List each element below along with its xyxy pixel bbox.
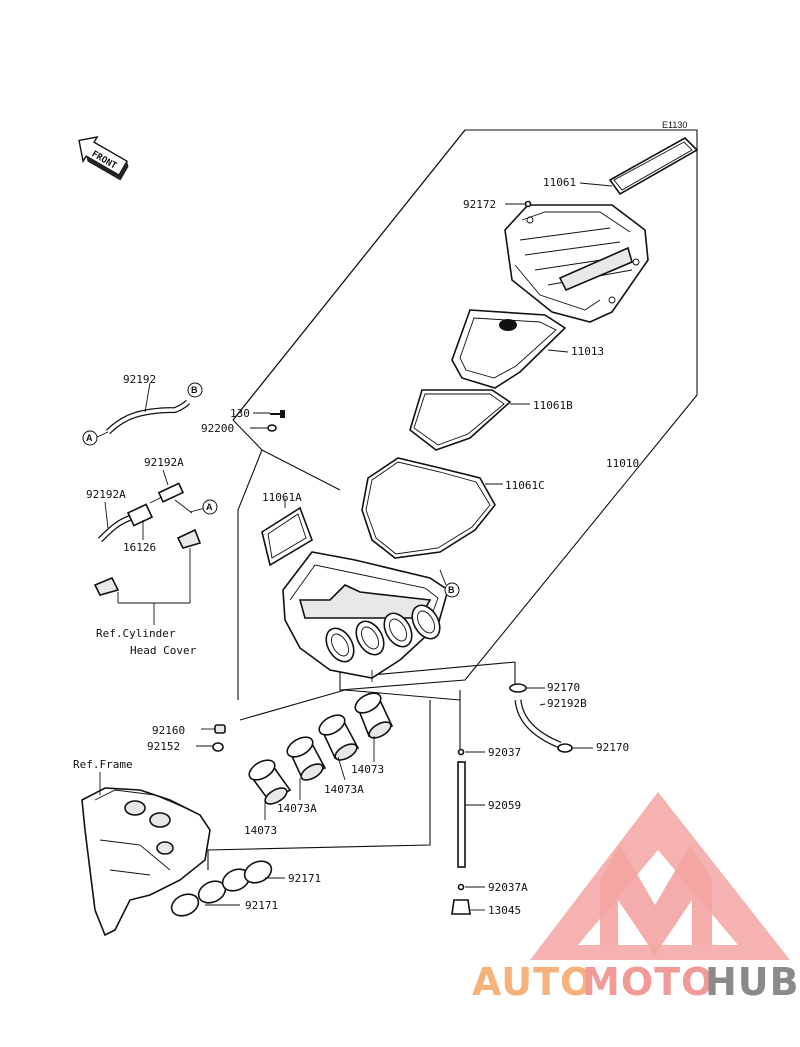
breather-hose-92192B xyxy=(509,683,593,753)
ref-frame-illustration xyxy=(81,772,211,937)
leader-92192A-left xyxy=(104,501,109,529)
watermark-auto: AUTO xyxy=(472,960,593,1004)
upper-airbox-cover xyxy=(504,204,649,323)
label-ref-cylinder: Ref.Cylinder xyxy=(96,627,176,640)
intake-duct-2 xyxy=(286,736,327,781)
watermark-m-stroke xyxy=(600,845,712,955)
intake-duct-3 xyxy=(318,714,360,761)
label-92192: 92192 xyxy=(123,373,156,386)
watermark-logo: AUTO MOTO HUB xyxy=(472,792,800,1004)
bolt-130 xyxy=(270,410,285,418)
label-11061C: 11061C xyxy=(505,479,545,492)
drain-tube-92059 xyxy=(451,748,485,915)
assembly-outline xyxy=(207,129,698,870)
label-92170-bottom: 92170 xyxy=(596,741,629,754)
label-14073-a: 14073 xyxy=(351,763,384,776)
label-92059: 92059 xyxy=(488,799,521,812)
leader-92192A-top xyxy=(162,469,169,486)
label-14073-b: 14073 xyxy=(244,824,277,837)
label-14073A-a: 14073A xyxy=(324,783,364,796)
label-92037A: 92037A xyxy=(488,881,528,894)
label-13045: 13045 xyxy=(488,904,521,917)
label-92160: 92160 xyxy=(152,724,185,737)
label-92037: 92037 xyxy=(488,746,521,759)
label-11061A: 11061A xyxy=(262,491,302,504)
label-16126: 16126 xyxy=(123,541,156,554)
label-14073A-b: 14073A xyxy=(277,802,317,815)
label-92172: 92172 xyxy=(463,198,496,211)
label-11010: 11010 xyxy=(606,457,639,470)
intake-duct-4 xyxy=(354,692,394,739)
front-arrow-icon: FRONT xyxy=(78,136,129,181)
hose-92192: A B xyxy=(82,382,203,446)
intake-duct-1 xyxy=(248,759,292,805)
callout-b-hose: B xyxy=(191,385,198,395)
label-92192B: 92192B xyxy=(547,697,587,710)
leader-14073A-a xyxy=(337,756,346,781)
watermark-hub: HUB xyxy=(705,960,800,1004)
valve-assembly: A xyxy=(97,482,218,543)
label-92171-b: 92171 xyxy=(245,899,278,912)
grommet-92160 xyxy=(214,724,226,734)
cylinder-cover-fitting-right xyxy=(176,528,202,603)
band-clamps-92171 xyxy=(170,860,285,917)
callout-a-valve: A xyxy=(206,502,213,512)
label-92200: 92200 xyxy=(201,422,234,435)
collar-92152 xyxy=(212,742,224,752)
figure-code: E1130 xyxy=(662,120,687,130)
label-92171-a: 92171 xyxy=(288,872,321,885)
label-92152: 92152 xyxy=(147,740,180,753)
cylinder-cover-fitting-left xyxy=(93,576,120,603)
gasket-11061A xyxy=(261,498,313,567)
label-11061: 11061 xyxy=(543,176,576,189)
callout-a-hose: A xyxy=(86,433,93,443)
label-ref-frame: Ref.Frame xyxy=(73,758,133,771)
callout-b-airbox: B xyxy=(439,569,460,598)
label-92192A-top: 92192A xyxy=(144,456,184,469)
label-92170-top: 92170 xyxy=(547,681,580,694)
top-cover-seal xyxy=(579,137,699,196)
gasket-11061B xyxy=(409,389,530,451)
label-head-cover: Head Cover xyxy=(130,644,197,657)
air-filter-element xyxy=(451,309,569,389)
lower-airbox-housing xyxy=(282,551,449,682)
label-92192A-left: 92192A xyxy=(86,488,126,501)
washer-92200 xyxy=(267,424,277,432)
label-130: 130 xyxy=(230,407,250,420)
label-11061B: 11061B xyxy=(533,399,573,412)
gasket-11061C xyxy=(361,457,503,559)
callout-b-airbox-label: B xyxy=(448,585,455,595)
screw-92172 xyxy=(505,200,532,208)
watermark-moto: MOTO xyxy=(582,960,714,1004)
label-11013: 11013 xyxy=(571,345,604,358)
